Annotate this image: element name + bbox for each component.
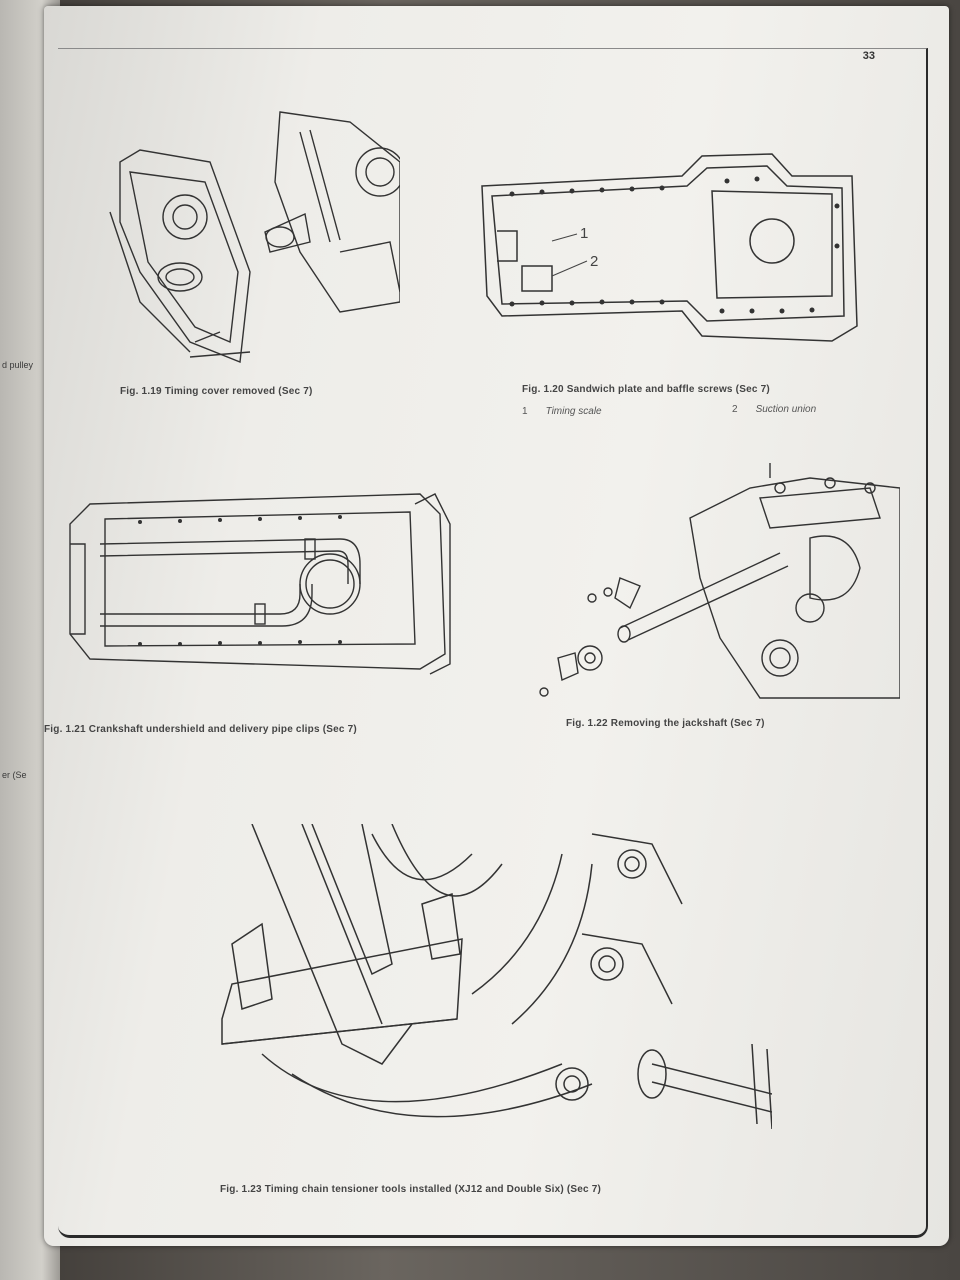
tensioner-tools-illustration [221,824,772,1130]
figure-sandwich-plate: 1 2 [472,146,872,346]
figure-tensioner-tools [212,824,772,1154]
manual-page: 33 [44,6,949,1246]
legend-item-2: 2 Suction union [732,404,816,415]
legend-text: Timing scale [545,406,602,417]
page-number: 33 [862,50,875,62]
figure-timing-cover [100,102,400,372]
figure-caption: Fig. 1.23 Timing chain tensioner tools i… [220,1184,602,1195]
figure-caption: Fig. 1.21 Crankshaft undershield and del… [44,724,357,735]
left-page-fragment: d pulley [2,360,34,370]
legend-text: Suction union [755,404,817,415]
jackshaft-illustration [539,463,900,699]
figure-jackshaft [480,458,900,708]
figure-caption: Fig. 1.22 Removing the jackshaft (Sec 7) [566,718,765,729]
figure-caption: Fig. 1.20 Sandwich plate and baffle scre… [522,384,770,395]
callout-1: 1 [580,225,588,242]
callout-2: 2 [590,253,598,270]
legend-number: 2 [732,404,738,415]
page-border [58,48,928,1238]
figure-caption: Fig. 1.19 Timing cover removed (Sec 7) [120,386,313,397]
legend-item-1: 1 Timing scale [522,406,602,417]
legend-number: 1 [522,406,528,417]
sandwich-plate-illustration: 1 2 [481,153,858,342]
left-page-fragment: er (Se [2,770,27,780]
timing-cover-illustration [109,111,400,363]
crankshaft-undershield-illustration [69,493,451,675]
figure-crankshaft-undershield [60,484,460,684]
